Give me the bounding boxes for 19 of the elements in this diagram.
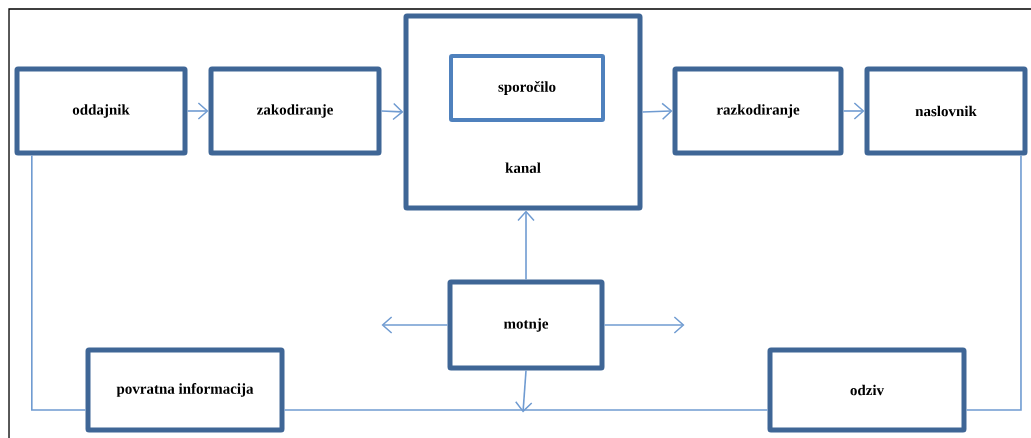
process-box: naslovnik [864, 66, 1028, 156]
arrow [641, 102, 673, 121]
arrow [603, 316, 685, 334]
process-box: povratna informacija [85, 347, 285, 433]
connector-line [31, 154, 87, 411]
process-box: oddajnik [14, 66, 188, 156]
process-box: odziv [767, 347, 967, 433]
arrow [515, 369, 533, 413]
arrow [381, 316, 449, 334]
arrow [380, 102, 404, 121]
arrow [186, 102, 209, 120]
message-box: sporočilo [449, 54, 605, 122]
arrow [842, 102, 865, 120]
connector-line [283, 409, 769, 411]
process-box: zakodiranje [208, 66, 382, 156]
connector-line [965, 154, 1022, 411]
process-box: motnje [447, 279, 605, 371]
process-box: razkodiranje [672, 66, 844, 156]
arrow [517, 210, 535, 281]
